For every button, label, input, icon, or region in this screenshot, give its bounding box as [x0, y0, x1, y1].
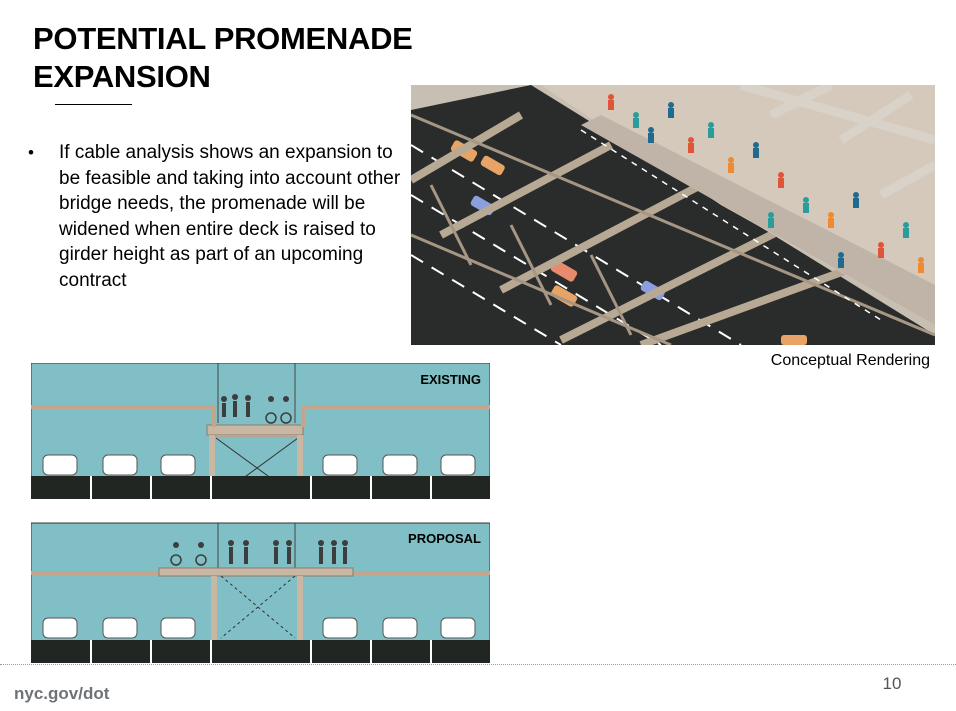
cross-section-diagram: EXISTING [30, 362, 491, 664]
slide-title: POTENTIAL PROMENADE EXPANSION [33, 20, 503, 96]
conceptual-rendering-image [411, 85, 935, 345]
bullet-item: • If cable analysis shows an expansion t… [28, 140, 403, 294]
page-number: 10 [882, 674, 902, 693]
car-icon [550, 260, 578, 282]
bridge-rendering-illustration [411, 85, 935, 345]
cross-section-illustration: EXISTING [30, 362, 491, 664]
promenade-edge [581, 115, 935, 325]
car-icon [480, 155, 505, 176]
title-underline [55, 104, 132, 105]
slide-title-line-1: POTENTIAL PROMENADE [33, 21, 413, 56]
overhead-truss [739, 85, 935, 199]
car-icon [781, 335, 807, 345]
footer-url: nyc.gov/dot [14, 684, 110, 703]
bullet-list: • If cable analysis shows an expansion t… [28, 140, 403, 294]
rendering-caption: Conceptual Rendering [770, 352, 930, 369]
proposal-label: PROPOSAL [408, 531, 481, 546]
pedestrian-crowd [608, 94, 924, 273]
proposal-section: PROPOSAL [30, 522, 491, 664]
slide-title-line-2: EXPANSION [33, 59, 211, 94]
footer-divider [0, 664, 956, 665]
bullet-icon: • [28, 143, 34, 162]
existing-label: EXISTING [420, 372, 481, 387]
lane-line [411, 254, 562, 345]
truss-structure [411, 111, 863, 345]
lane-line [411, 144, 742, 345]
bullet-text: If cable analysis shows an expansion to … [59, 142, 401, 291]
existing-section: EXISTING [30, 362, 491, 500]
